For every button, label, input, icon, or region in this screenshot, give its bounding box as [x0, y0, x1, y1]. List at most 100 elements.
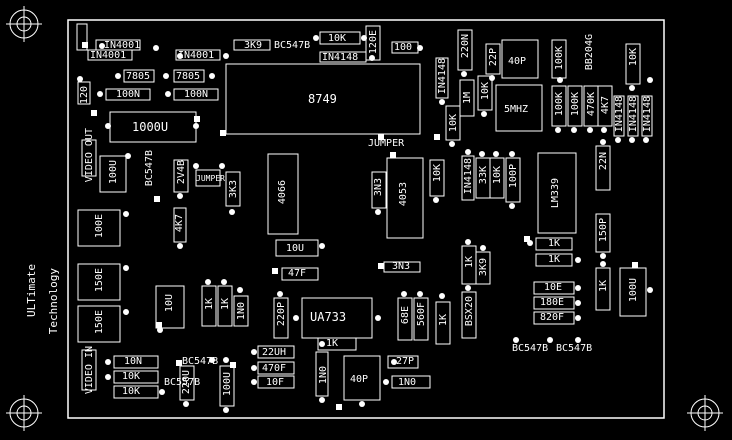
cap-1n0-a: 1N0 [236, 302, 247, 321]
diode-in4148-top: IN4148 [322, 52, 359, 63]
cap-1m: 1M [462, 92, 473, 105]
board-side-text-2: ULTimate [25, 264, 38, 317]
resistor-120e: 120E [368, 30, 379, 55]
small-hole-top-right [647, 77, 653, 83]
diode-in4148-c: IN4148 [628, 96, 639, 133]
ic-lm339-label: LM339 [550, 178, 561, 209]
resistor-10k-d: 10K [492, 166, 503, 185]
resistor-10k-c: 10K [432, 164, 443, 183]
jumper-small-label: JUMPER [196, 174, 225, 183]
resistor-820f: 820F [540, 312, 565, 323]
resistor-1k-d: 1K [598, 280, 609, 293]
resistor-10k-f: 10K [122, 386, 141, 397]
video-out-connector [81, 139, 97, 177]
resistor-33k: 33K [478, 166, 489, 185]
resistor-4k7-b: 4K7 [174, 214, 185, 233]
diode-in4001-a: IN4001 [104, 40, 141, 51]
resistor-3k9: 3K9 [244, 40, 263, 51]
cap-100n-a: 100N [116, 89, 141, 100]
cap-150p: 150P [598, 218, 609, 243]
cap-10u-a-label: 10U [286, 243, 305, 254]
regulator-7805-b: 7805 [176, 71, 201, 82]
mounting-hole-top-left [6, 6, 42, 42]
diode-in4148-d: IN4148 [642, 96, 653, 133]
resistor-4k7-a: 4K7 [600, 96, 611, 115]
transistor-bc547-a: BC547B [144, 150, 155, 187]
cap-220p: 220P [276, 302, 287, 327]
diode-in4148-e: IN4148 [463, 158, 474, 195]
cap-560f: 560F [416, 302, 427, 327]
diode-in4148-b: IN4148 [614, 96, 625, 133]
trimmer-40p-top-label: 40P [508, 56, 527, 67]
cap-10u-b-outline [155, 285, 185, 329]
cap-1000u-label: 1000U [132, 120, 169, 134]
resistor-100k-b: 100K [570, 92, 581, 117]
cap-220n-top: 220N [460, 34, 471, 59]
transistor-bc547-d: BC547B [182, 356, 219, 367]
mcu-outline [225, 63, 421, 135]
resistor-10k-top: 10K [328, 33, 347, 44]
resistor-470k: 470K [586, 92, 597, 117]
trimmer-40p-bottom-label: 40P [350, 374, 369, 385]
cap-10u-a-outline [275, 239, 319, 257]
cap-1n0-b: 1N0 [318, 366, 329, 385]
cap-3n3-b: 3N3 [392, 261, 411, 272]
resistor-10e: 10E [544, 282, 563, 293]
resistor-10k-b: 10K [448, 114, 459, 133]
ic-4053-outline [386, 157, 424, 239]
zener-2v4b: 2V4B [176, 160, 187, 185]
mcu-label: 8749 [308, 92, 337, 106]
regulator-7805-a: 7805 [126, 71, 151, 82]
cap-100u-b-label: 100U [628, 278, 639, 303]
transistor-bsx20: BSX20 [464, 296, 475, 327]
cap-47f: 47F [288, 268, 307, 279]
cap-470f: 470F [262, 363, 287, 374]
cap-100u-c: 100U [222, 372, 233, 397]
cap-27p: 27P [396, 356, 415, 367]
cap-10u-b-label: 10U [164, 294, 175, 313]
transistor-bc547-top: BC547B [274, 40, 311, 51]
diode-in4148-a: IN4148 [437, 58, 448, 95]
resistor-10k-top-right: 10K [628, 48, 639, 67]
cap-68e: 68E [400, 306, 411, 325]
cap-120: 120 [79, 86, 90, 105]
cap-10n: 10N [124, 356, 143, 367]
terminal-100e-outline [77, 209, 121, 247]
transistor-bc547-b: BC547B [512, 343, 549, 354]
ic-4066-outline [267, 153, 299, 235]
cap-100n-b: 100N [184, 89, 209, 100]
board-side-text-1: Technology [47, 268, 60, 335]
bridge-label: BB204G [584, 34, 595, 71]
resistor-180e: 180E [540, 297, 565, 308]
inductor-22uh: 22UH [262, 347, 287, 358]
terminal-150e-a-outline [77, 263, 121, 301]
cap-100p: 100P [508, 164, 519, 189]
small-hole-top-left [77, 76, 83, 82]
cap-10f: 10F [266, 377, 285, 388]
cap-3n3-a: 3N3 [373, 178, 384, 197]
cap-220u: 220U [181, 370, 192, 395]
cap-22p: 22P [488, 48, 499, 67]
ic-4066-label: 4066 [277, 180, 288, 205]
crystal-outline [495, 84, 543, 132]
cap-1n0-c: 1N0 [398, 377, 417, 388]
resistor-100k-top: 100K [554, 46, 565, 71]
trimmer-40p-bottom-outline [343, 355, 381, 401]
ic-4053-label: 4053 [398, 182, 409, 207]
diode-in4001-b: IN4001 [90, 50, 127, 61]
terminal-150e-b-outline [77, 305, 121, 343]
trimmer-40p-top-outline [501, 39, 539, 79]
board-outline [67, 19, 665, 419]
video-out-label: VIDEO OUT [84, 128, 95, 183]
resistor-1k-f: 1K [220, 298, 231, 311]
terminal-150e-b-label: 150E [94, 310, 105, 335]
ic-lm339-outline [537, 152, 577, 234]
resistor-1k-e: 1K [204, 298, 215, 311]
resistor-1k-c: 1K [548, 254, 561, 265]
terminal-150e-a-label: 150E [94, 268, 105, 293]
terminal-100e-label: 100E [94, 214, 105, 239]
cap-22n: 22N [598, 152, 609, 171]
resistor-3k3: 3K3 [228, 180, 239, 199]
crystal-label: 5MHZ [504, 104, 529, 115]
